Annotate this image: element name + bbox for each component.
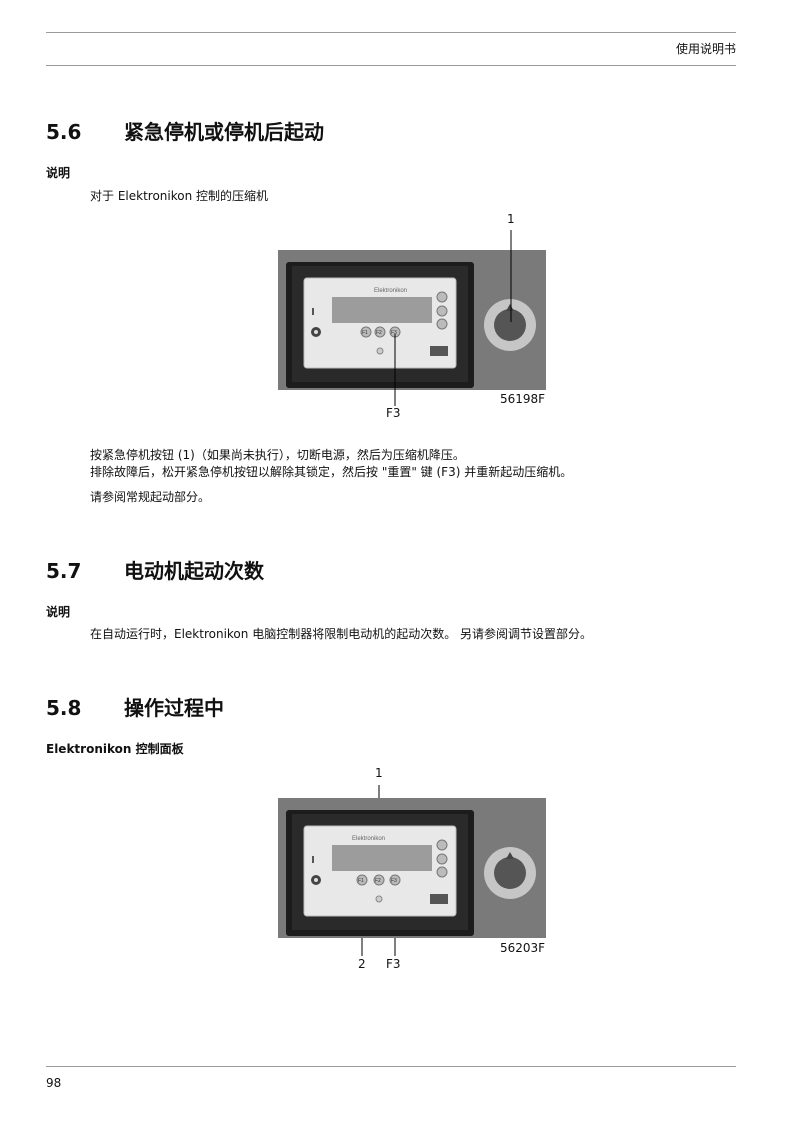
section-heading-5-6: 5.6 紧急停机或停机后起动 bbox=[46, 116, 324, 145]
body-paragraph: 在自动运行时，Elektronikon 电脑控制器将限制电动机的起动次数。 另请… bbox=[90, 627, 593, 641]
body-paragraph: 请参阅常规起动部分。 bbox=[90, 490, 211, 504]
control-panel-figure: Elektronikon F1 F2 F3 bbox=[278, 798, 546, 938]
header-rule-bottom bbox=[46, 65, 736, 66]
subheading: 说明 bbox=[46, 605, 71, 619]
footer-rule bbox=[46, 1066, 736, 1067]
body-paragraph: 排除故障后，松开紧急停机按钮以解除其锁定，然后按 "重置" 键 (F3) 并重新… bbox=[90, 465, 573, 479]
figure-number: 56198F bbox=[500, 392, 546, 406]
section-title: 电动机起动次数 bbox=[124, 559, 264, 583]
callout-label: 1 bbox=[507, 212, 515, 226]
page-number: 98 bbox=[46, 1076, 62, 1090]
control-panel-figure: Elektronikon F1 F2 F3 bbox=[278, 250, 546, 390]
key-f3-label: F3 bbox=[391, 330, 397, 336]
body-paragraph: 按紧急停机按钮 (1)（如果尚未执行），切断电源，然后为压缩机降压。 bbox=[90, 448, 465, 462]
section-number: 5.6 bbox=[46, 120, 82, 144]
section-number: 5.8 bbox=[46, 696, 82, 720]
subheading: Elektronikon 控制面板 bbox=[46, 742, 184, 756]
callout-label: 1 bbox=[375, 766, 383, 780]
key-f1-label: F1 bbox=[362, 330, 368, 336]
figure-number: 56203F bbox=[500, 941, 546, 955]
brand-label: Elektronikon bbox=[352, 836, 385, 842]
brand-label: Elektronikon bbox=[374, 288, 407, 294]
intro-text: 对于 Elektronikon 控制的压缩机 bbox=[90, 189, 269, 203]
subheading: 说明 bbox=[46, 166, 71, 180]
section-number: 5.7 bbox=[46, 559, 82, 583]
header-rule-top bbox=[46, 32, 736, 33]
key-f2-label: F2 bbox=[375, 878, 381, 884]
key-f3-label: F3 bbox=[391, 878, 397, 884]
document-title: 使用说明书 bbox=[675, 42, 736, 56]
callout-label: F3 bbox=[386, 406, 401, 420]
key-f2-label: F2 bbox=[376, 330, 382, 336]
section-title: 操作过程中 bbox=[124, 696, 224, 720]
section-heading-5-8: 5.8 操作过程中 bbox=[46, 692, 224, 721]
section-title: 紧急停机或停机后起动 bbox=[124, 120, 324, 144]
key-f1-label: F1 bbox=[358, 878, 364, 884]
section-heading-5-7: 5.7 电动机起动次数 bbox=[46, 555, 264, 584]
callout-label: 2 bbox=[358, 957, 366, 971]
callout-label: F3 bbox=[386, 957, 401, 971]
